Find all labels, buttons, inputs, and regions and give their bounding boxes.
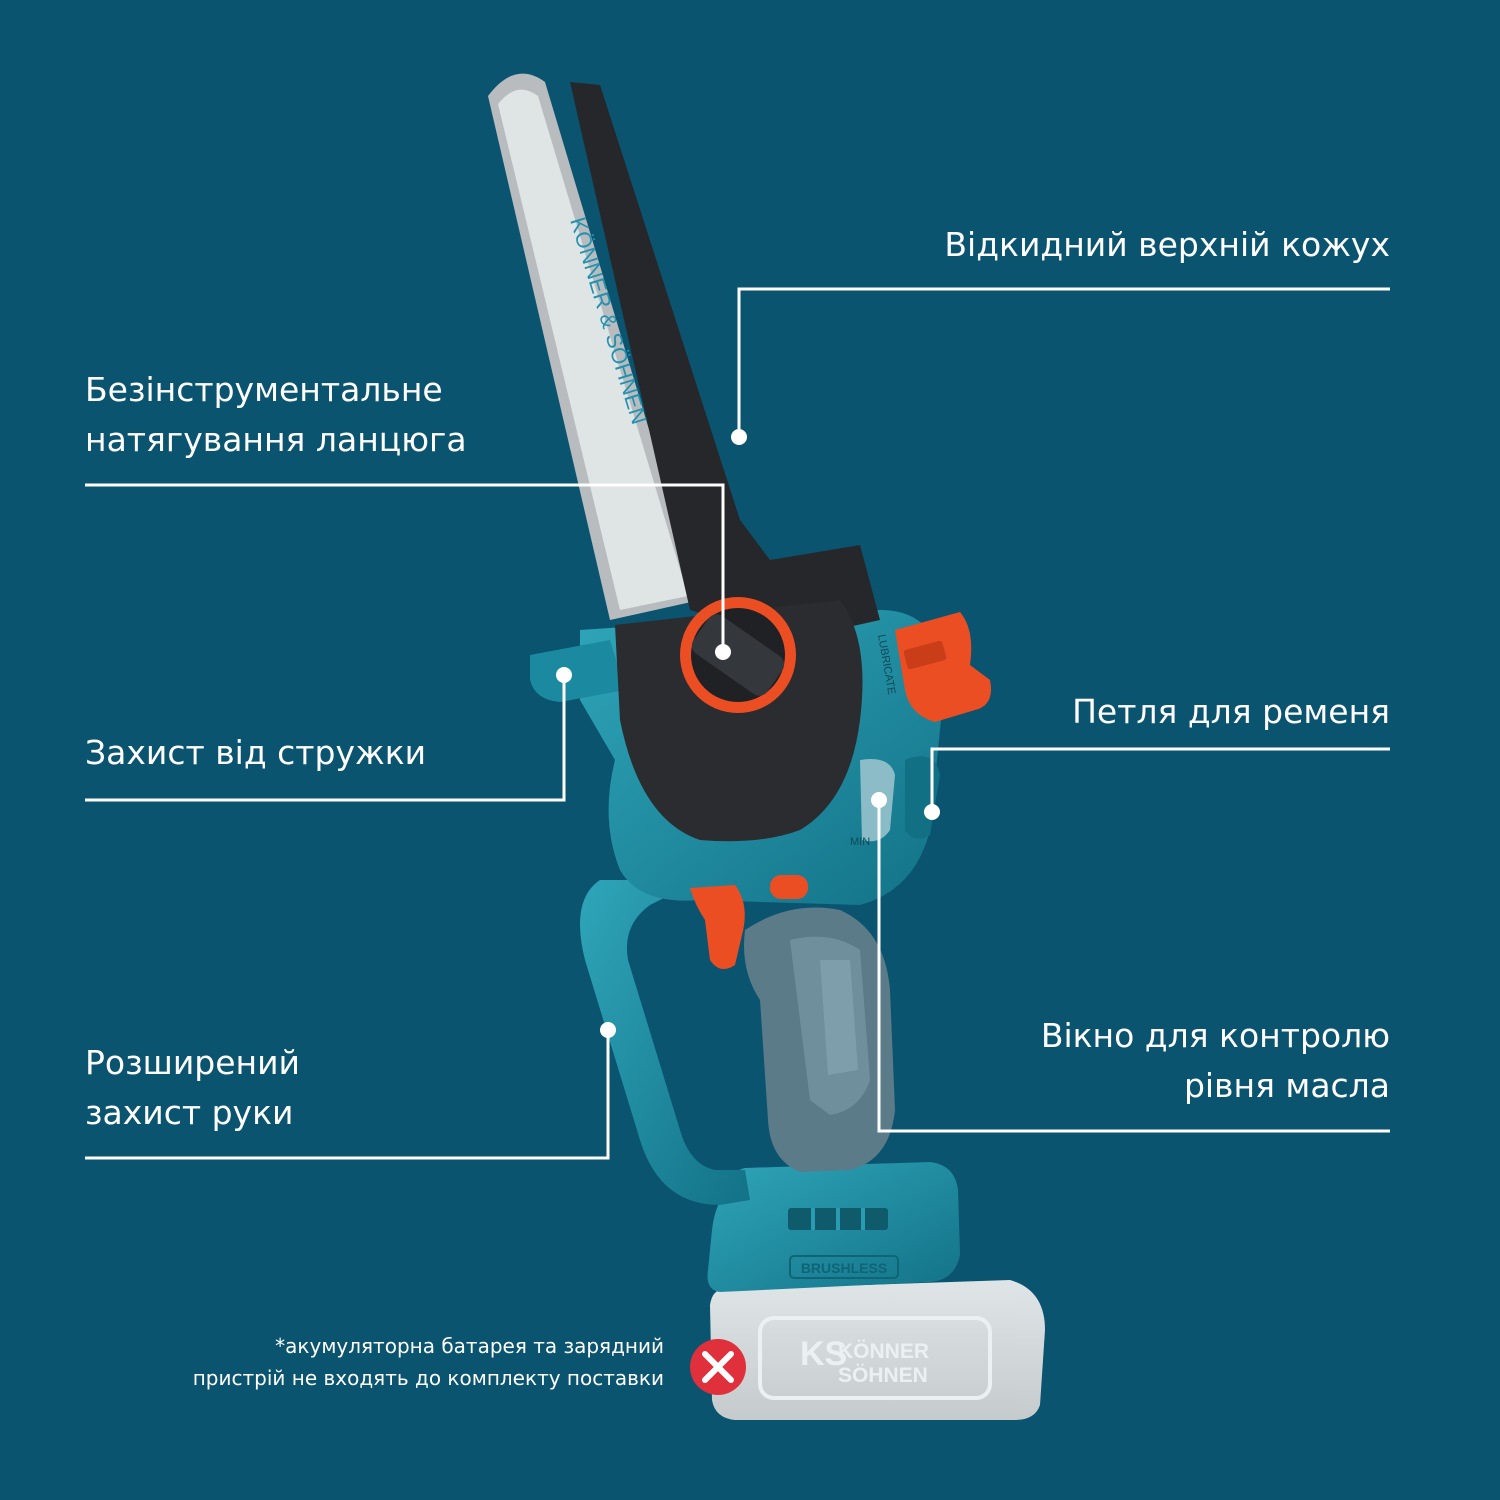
chip-guard bbox=[530, 640, 625, 702]
hand-guard bbox=[580, 880, 750, 1205]
label-belt-loop-text: Петля для ременя bbox=[1072, 692, 1390, 731]
lock-off-button bbox=[770, 875, 808, 899]
label-oil-window-line2: рівня масла bbox=[1183, 1066, 1390, 1105]
battery-logo-frame bbox=[758, 1316, 992, 1400]
battery-logo-bottom: SÖHNEN bbox=[838, 1364, 928, 1387]
label-chain-tension: Безінструментальне натягування ланцюга bbox=[85, 365, 467, 465]
belt-loop-leader bbox=[930, 747, 1390, 812]
tension-knob bbox=[680, 597, 796, 713]
hand-guard-leader bbox=[85, 1030, 610, 1160]
hand-guard-dot bbox=[600, 1022, 616, 1038]
close-icon bbox=[690, 1339, 746, 1395]
battery-logo-mark: KS bbox=[800, 1335, 847, 1373]
battery-not-included-note: *акумуляторна батарея та зарядний пристр… bbox=[193, 1330, 664, 1394]
chain-tension-leader bbox=[85, 483, 725, 652]
top-cover-leader bbox=[737, 287, 1390, 437]
min-label: MIN bbox=[850, 836, 870, 848]
trigger bbox=[690, 885, 745, 969]
oil-window-dot bbox=[871, 792, 887, 808]
label-oil-window: Вікно для контролю рівня масла bbox=[1041, 1011, 1390, 1111]
oil-window-leader bbox=[877, 800, 1390, 1133]
battery-logo-top: KÖNNER bbox=[838, 1340, 929, 1363]
belt-loop bbox=[905, 756, 940, 839]
callout-dots bbox=[556, 429, 940, 1038]
belt-loop-dot bbox=[924, 804, 940, 820]
battery-pack: KS KÖNNER SÖHNEN bbox=[710, 1280, 1045, 1420]
note-line1: *акумуляторна батарея та зарядний bbox=[275, 1334, 664, 1358]
chip-guard-dot bbox=[556, 667, 572, 683]
brushless-label: BRUSHLESS bbox=[801, 1260, 887, 1276]
label-belt-loop: Петля для ременя bbox=[1072, 687, 1390, 737]
chip-guard-leader bbox=[85, 675, 566, 802]
sprocket-cover bbox=[615, 600, 863, 842]
label-chain-tension-line2: натягування ланцюга bbox=[85, 420, 467, 459]
label-oil-window-line1: Вікно для контролю bbox=[1040, 1016, 1390, 1055]
note-line2: пристрій не входять до комплекту поставк… bbox=[192, 1366, 664, 1390]
label-chip-guard-text: Захист від стружки bbox=[85, 733, 427, 772]
callout-lines bbox=[85, 287, 1390, 1160]
label-hand-guard: Розширений захист руки bbox=[85, 1038, 300, 1138]
label-hand-guard-line2: захист руки bbox=[85, 1093, 294, 1132]
label-top-cover-text: Відкидний верхній кожух bbox=[944, 225, 1390, 264]
label-chain-tension-line1: Безінструментальне bbox=[85, 370, 443, 409]
battery-mount: BRUSHLESS bbox=[707, 1162, 960, 1292]
rear-handle bbox=[744, 907, 895, 1172]
label-top-cover: Відкидний верхній кожух bbox=[944, 220, 1390, 270]
chain-tension-dot bbox=[715, 644, 731, 660]
oil-cap bbox=[895, 612, 991, 722]
top-cover-dot bbox=[731, 429, 747, 445]
top-cover bbox=[570, 82, 880, 640]
label-chip-guard: Захист від стружки bbox=[85, 728, 426, 778]
label-hand-guard-line1: Розширений bbox=[85, 1043, 300, 1082]
